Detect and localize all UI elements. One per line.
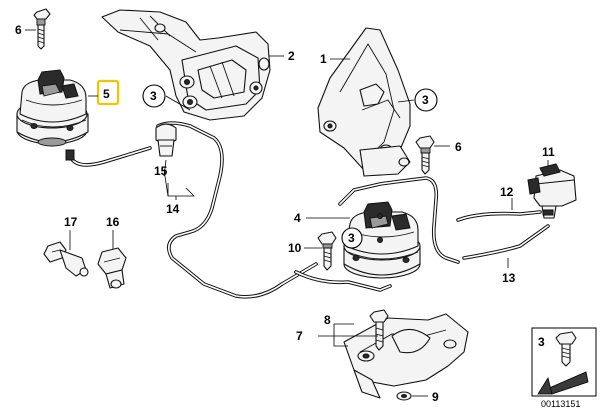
bolt-10[interactable] <box>317 231 337 271</box>
legend-callout-3: 3 <box>538 335 545 349</box>
callout-3-right[interactable]: 3 <box>422 93 429 107</box>
callout-3-left[interactable]: 3 <box>150 89 157 103</box>
callout-11[interactable]: 11 <box>542 145 555 159</box>
engine-mount-right[interactable] <box>343 201 421 279</box>
bolt-center[interactable] <box>415 135 435 175</box>
callout-16[interactable]: 16 <box>106 215 120 229</box>
clip-16[interactable] <box>97 247 127 289</box>
callout-7[interactable]: 7 <box>296 329 303 343</box>
highlight-box-5 <box>96 79 120 106</box>
callout-6-top[interactable]: 6 <box>15 23 22 37</box>
washer-9[interactable] <box>396 391 412 401</box>
callout-8[interactable]: 8 <box>324 313 331 327</box>
engine-bracket-right[interactable] <box>101 9 271 121</box>
clip-17[interactable] <box>43 241 89 277</box>
callout-6-center[interactable]: 6 <box>455 140 462 154</box>
mount-bracket-bottom[interactable] <box>343 313 469 399</box>
callout-1[interactable]: 1 <box>320 52 327 66</box>
callout-10[interactable]: 10 <box>288 241 302 255</box>
engine-bracket-left[interactable] <box>317 27 411 177</box>
vacuum-valve[interactable] <box>527 163 577 219</box>
callout-3-circle-left <box>142 84 166 108</box>
callout-9[interactable]: 9 <box>432 390 439 404</box>
callout-17[interactable]: 17 <box>64 215 78 229</box>
legend-box: 3 <box>531 327 597 397</box>
callout-4[interactable]: 4 <box>294 211 301 225</box>
hose-clip-upper[interactable] <box>155 123 177 157</box>
callout-12[interactable]: 12 <box>500 185 514 199</box>
diagram-number: 00113151 <box>541 399 580 409</box>
callout-15[interactable]: 15 <box>154 164 168 178</box>
callout-2[interactable]: 2 <box>288 49 295 63</box>
bolt-8[interactable] <box>369 309 389 351</box>
bolt-top-left[interactable] <box>33 8 51 50</box>
callout-3-lower[interactable]: 3 <box>348 231 355 245</box>
callout-5[interactable]: 5 <box>103 87 110 101</box>
callout-13[interactable]: 13 <box>502 271 516 285</box>
engine-mount-left[interactable] <box>16 69 89 147</box>
callout-3-circle-lower <box>341 227 363 249</box>
callout-14[interactable]: 14 <box>166 202 180 216</box>
callout-3-circle-right <box>414 88 438 112</box>
